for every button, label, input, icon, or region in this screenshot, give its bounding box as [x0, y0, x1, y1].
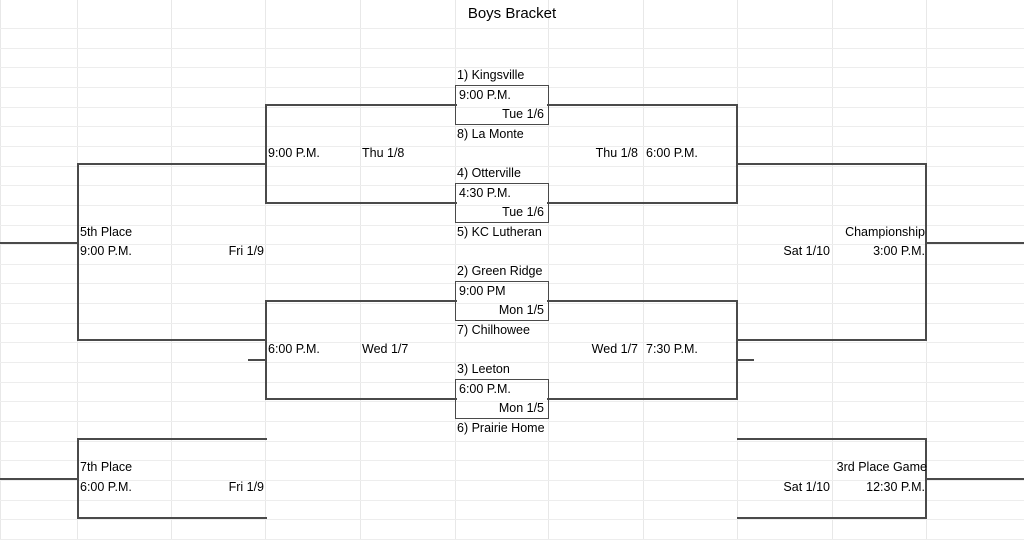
fifth-place-spine [77, 163, 79, 341]
semifinal-right-lower-date: Wed 1/7 [591, 342, 638, 356]
championship-top [737, 163, 927, 165]
championship-spine [925, 163, 927, 341]
game-box-2[interactable]: 4:30 P.M. Tue 1/6 [455, 183, 549, 223]
seventh-place-out [0, 478, 78, 480]
fifth-place-top [77, 163, 267, 165]
semifinal-left-lower-bottom [265, 398, 455, 400]
semifinal-right-lower-out [736, 359, 754, 361]
grid-column-line-8 [737, 0, 738, 540]
grid-row-line-6 [0, 146, 1024, 147]
game-4-time: 6:00 P.M. [459, 382, 511, 396]
team-label-3-leeton: 3) Leeton [457, 362, 510, 376]
game-box-3[interactable]: 9:00 PM Mon 1/5 [455, 281, 549, 321]
grid-row-line-21 [0, 441, 1024, 442]
grid-row-line-17 [0, 362, 1024, 363]
team-label-7-chilhowee: 7) Chilhowee [457, 323, 530, 337]
championship-out [925, 242, 1024, 244]
game-1-time: 9:00 P.M. [459, 88, 511, 102]
semifinal-left-lower-top [265, 300, 455, 302]
semifinal-right-upper-spine [736, 104, 738, 203]
championship-time: 3:00 P.M. [873, 244, 925, 258]
third-place-top [737, 438, 927, 440]
page-title: Boys Bracket [467, 5, 557, 22]
semifinal-right-upper-bottom [548, 202, 738, 204]
team-label-4-otterville: 4) Otterville [457, 166, 521, 180]
grid-column-line-4 [360, 0, 361, 540]
grid-row-line-24 [0, 500, 1024, 501]
fifth-place-time: 9:00 P.M. [80, 244, 132, 258]
semifinal-left-upper-spine [265, 104, 267, 203]
team-label-8-la-monte: 8) La Monte [457, 127, 524, 141]
grid-column-line-3 [265, 0, 266, 540]
grid-row-line-25 [0, 519, 1024, 520]
semifinal-right-upper-time: 6:00 P.M. [646, 146, 698, 160]
semifinal-right-lower-spine [736, 300, 738, 399]
third-place-date: Sat 1/10 [783, 480, 830, 494]
third-place-label: 3rd Place Game [836, 460, 927, 474]
team-label-1-kingsville: 1) Kingsville [457, 68, 525, 82]
semifinal-right-upper-top [548, 104, 738, 106]
grid-row-line-0 [0, 28, 1024, 29]
semifinal-right-lower-bottom [548, 398, 738, 400]
grid-row-line-1 [0, 48, 1024, 49]
seventh-place-bottom [77, 517, 267, 519]
seventh-place-date: Fri 1/9 [228, 480, 264, 494]
fifth-place-bottom [77, 339, 267, 341]
championship-label: Championship [845, 225, 925, 239]
grid-column-line-7 [643, 0, 644, 540]
semifinal-left-upper-date: Thu 1/8 [362, 146, 405, 160]
semifinal-left-upper-bottom [265, 202, 455, 204]
game-box-1[interactable]: 9:00 P.M. Tue 1/6 [455, 85, 549, 125]
seventh-place-top [77, 438, 267, 440]
semifinal-left-upper-time: 9:00 P.M. [268, 146, 320, 160]
semifinal-right-upper-date: Thu 1/8 [595, 146, 638, 160]
game-2-date: Tue 1/6 [502, 205, 544, 219]
grid-column-line-6 [548, 0, 549, 540]
third-place-time: 12:30 P.M. [866, 480, 925, 494]
seventh-place-time: 6:00 P.M. [80, 480, 132, 494]
seventh-place-label: 7th Place [80, 460, 133, 474]
grid-column-line-0 [0, 0, 1, 540]
semifinal-left-upper-top [265, 104, 455, 106]
game-3-time: 9:00 PM [459, 284, 506, 298]
team-label-6-prairie-home: 6) Prairie Home [457, 421, 545, 435]
third-place-bottom [737, 517, 927, 519]
semifinal-right-lower-top [548, 300, 738, 302]
grid-row-line-16 [0, 342, 1024, 343]
fifth-place-label: 5th Place [80, 225, 133, 239]
championship-bottom [737, 339, 927, 341]
game-3-date: Mon 1/5 [498, 303, 544, 317]
third-place-out [925, 478, 1024, 480]
game-1-date: Tue 1/6 [502, 107, 544, 121]
game-4-date: Mon 1/5 [498, 401, 544, 415]
championship-date: Sat 1/10 [783, 244, 830, 258]
grid-column-line-5 [455, 0, 456, 540]
fifth-place-date: Fri 1/9 [228, 244, 264, 258]
semifinal-left-lower-time: 6:00 P.M. [268, 342, 320, 356]
semifinal-left-lower-date: Wed 1/7 [362, 342, 409, 356]
team-label-5-kc-lutheran: 5) KC Lutheran [457, 225, 542, 239]
semifinal-left-lower-spine [265, 300, 267, 399]
fifth-place-out [0, 242, 78, 244]
team-label-2-green-ridge: 2) Green Ridge [457, 264, 543, 278]
semifinal-right-lower-time: 7:30 P.M. [646, 342, 698, 356]
game-2-time: 4:30 P.M. [459, 186, 511, 200]
semifinal-left-lower-out [248, 359, 266, 361]
game-box-4[interactable]: 6:00 P.M. Mon 1/5 [455, 379, 549, 419]
